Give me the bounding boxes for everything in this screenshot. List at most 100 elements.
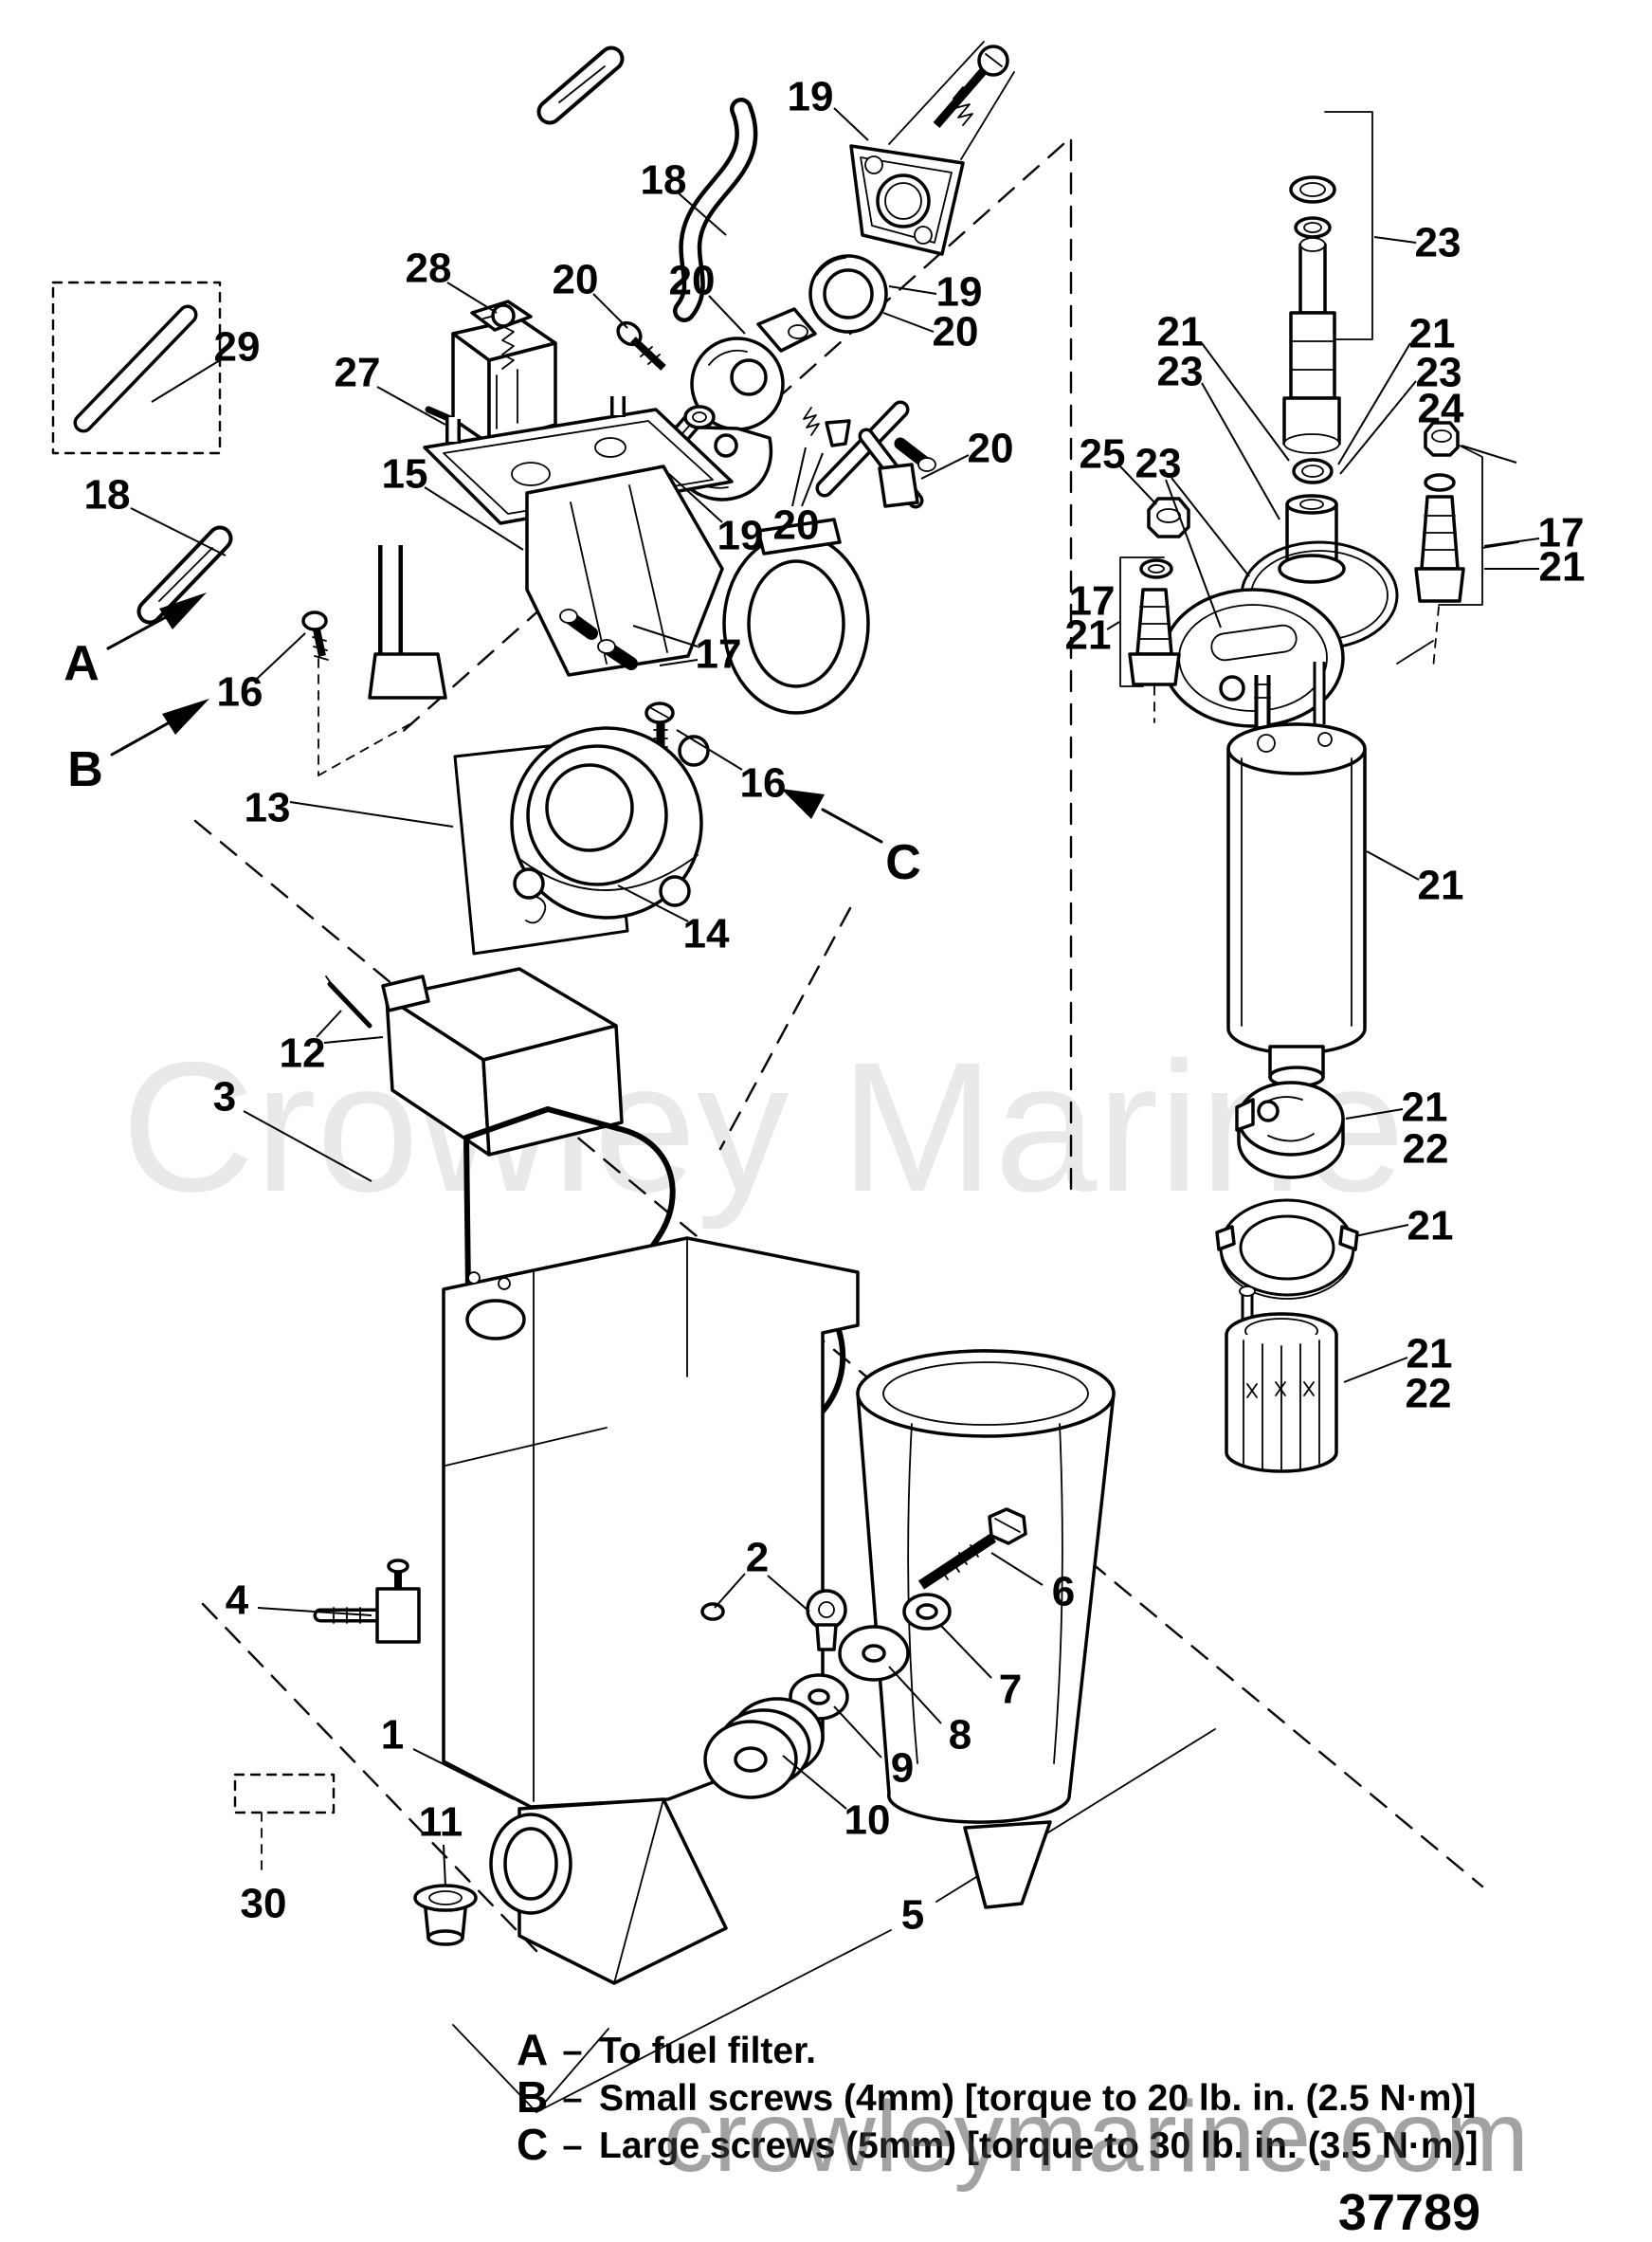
- part-grommet-2: [700, 1589, 847, 1651]
- leader-line-23: [1201, 382, 1280, 520]
- part-pump-lid-21: [1161, 588, 1345, 728]
- legend-sep-c: –: [562, 2126, 582, 2166]
- direction-label-C: C: [885, 835, 921, 890]
- leader-line-15: [424, 486, 524, 551]
- legend-text-b: Small screws (4mm) [torque to 20 lb. in.…: [599, 2078, 1476, 2119]
- leader-line-23: [1171, 477, 1250, 577]
- direction-arrows: [106, 592, 883, 844]
- part-retainer-ring-21: [1215, 1198, 1359, 1300]
- callout-20-21: 20: [968, 426, 1014, 472]
- part-tube-18-left: [136, 525, 233, 625]
- part-oring-21-23: [1292, 458, 1334, 484]
- leader-line-20: [920, 454, 970, 480]
- leader-line-21: [1343, 1357, 1408, 1383]
- part-injector-stack-23: [1282, 111, 1373, 454]
- leader-line-2: [767, 1575, 810, 1613]
- part-nut-24: [1424, 421, 1517, 464]
- leader-line-21: [1106, 621, 1120, 630]
- callout-29-7: 29: [214, 324, 261, 371]
- callout-25-15: 25: [1080, 431, 1126, 478]
- callout-28-2: 28: [406, 246, 452, 292]
- callout-4-40: 4: [226, 1577, 249, 1624]
- part-bolt-train: [703, 1507, 1027, 1799]
- leader-line-21: [1354, 1224, 1409, 1237]
- leader-line-20: [801, 452, 824, 507]
- callout-23-11: 23: [1157, 349, 1204, 395]
- part-housing-1: [442, 1236, 1116, 1985]
- leader-line-4: [257, 1607, 372, 1616]
- leader-line-18: [678, 192, 727, 236]
- leader-line-11: [443, 1844, 446, 1887]
- legend-sep-a: –: [562, 2032, 582, 2071]
- leader-line-17: [659, 659, 699, 666]
- part-fuel-rail-20: [803, 400, 936, 509]
- callout-21-34: 21: [1402, 1085, 1448, 1131]
- callout-17-27: 17: [696, 631, 742, 678]
- leader-line-27: [376, 386, 446, 426]
- callout-20-19: 20: [773, 502, 820, 549]
- callout-17-22: 17: [1538, 510, 1585, 556]
- leader-line-19: [888, 285, 937, 295]
- leader-line-23: [1373, 236, 1417, 244]
- callout-13-29: 13: [245, 785, 291, 831]
- leader-line-23: [1339, 380, 1417, 475]
- callout-30-49: 30: [241, 1881, 287, 1927]
- part-fitting-17-21-right: [1396, 445, 1519, 670]
- part-filter-element-21-22: [1225, 1285, 1338, 1473]
- callout-21-36: 21: [1407, 1203, 1454, 1249]
- callout-7-42: 7: [999, 1667, 1022, 1713]
- part-screw-16-left: [301, 611, 329, 661]
- construction-lines: [193, 138, 1484, 2113]
- leader-line-7: [939, 1624, 992, 1679]
- part-check-valve-23: [1278, 494, 1346, 584]
- callout-17-24: 17: [1069, 578, 1116, 625]
- part-tube-kit-29: [51, 281, 222, 455]
- leader-line-20: [791, 447, 807, 507]
- leader-line-3: [243, 1110, 372, 1182]
- callout-24-14: 24: [1418, 386, 1464, 432]
- callout-16-26: 16: [217, 669, 263, 716]
- leader-line-21: [1201, 342, 1290, 462]
- callout-8-43: 8: [949, 1712, 971, 1759]
- leader-line-21: [1337, 342, 1411, 465]
- direction-label-A: A: [64, 636, 100, 691]
- callout-21-25: 21: [1065, 612, 1112, 659]
- part-screw-20-left: [616, 320, 666, 371]
- part-seal-ring-19-20: [808, 254, 888, 334]
- part-label-strip-30: [233, 1773, 336, 1874]
- leader-line-20: [882, 312, 935, 333]
- leader-line-6: [990, 1552, 1044, 1586]
- callout-18-18: 18: [84, 472, 131, 519]
- callout-23-13: 23: [1416, 350, 1462, 396]
- callout-15-17: 15: [382, 451, 428, 498]
- leader-line-20: [708, 295, 746, 335]
- legend-text-a: To fuel filter.: [599, 2031, 816, 2071]
- legend-letter-b: B: [517, 2072, 548, 2122]
- leader-line-19: [668, 473, 723, 523]
- leader-line-25: [1119, 465, 1157, 505]
- legend-sep-b: –: [562, 2079, 582, 2119]
- legend-text-c: Large screws (5mm) [torque to 30 lb. in.…: [599, 2125, 1479, 2166]
- leader-line-28: [446, 282, 498, 314]
- leader-line-12: [316, 1010, 342, 1038]
- leader-line-16: [676, 729, 743, 771]
- leader-line-19: [833, 107, 869, 141]
- callout-21-12: 21: [1409, 311, 1456, 357]
- leader-line-8: [888, 1666, 942, 1724]
- leader-line-23: [1165, 479, 1222, 629]
- direction-letter-labels: AB C: [64, 636, 921, 890]
- callout-14-30: 14: [683, 911, 730, 957]
- direction-label-B: B: [67, 742, 103, 797]
- leader-line-12: [323, 1036, 384, 1044]
- leader-line-21: [1345, 1108, 1404, 1120]
- callout-21-31: 21: [1418, 863, 1464, 909]
- leader-line-18: [130, 507, 227, 556]
- leader-line-1: [412, 1748, 515, 1800]
- watermark-bottom: crowleymarine.com: [663, 2081, 1529, 2193]
- callout-27-8: 27: [335, 350, 381, 396]
- callout-11-47: 11: [419, 1799, 463, 1846]
- callout-10-45: 10: [844, 1797, 891, 1844]
